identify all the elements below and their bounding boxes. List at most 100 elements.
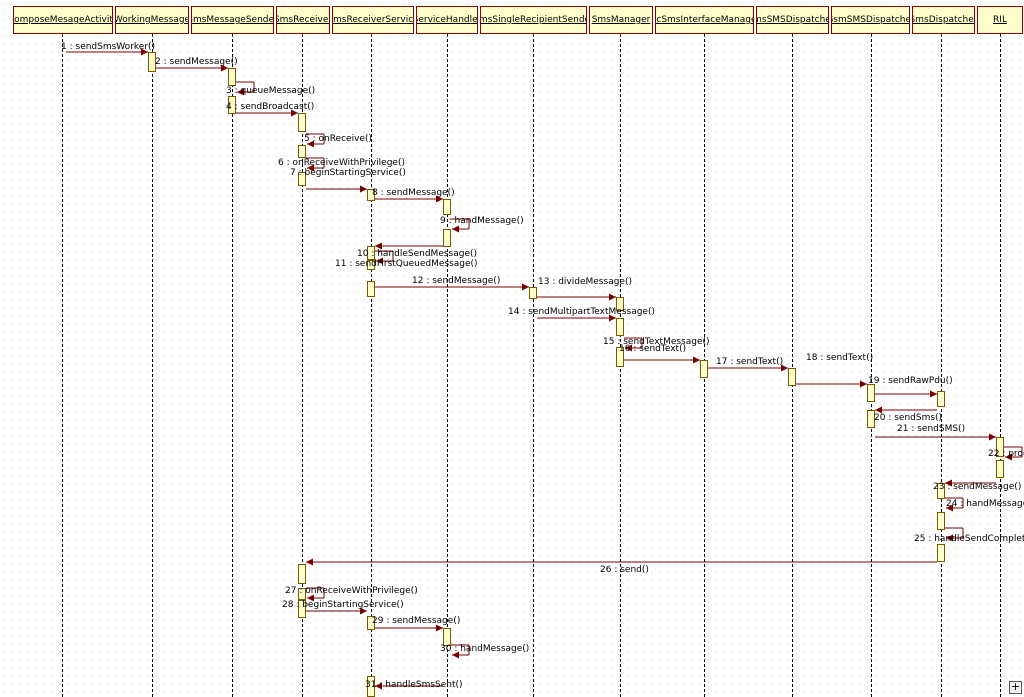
message-number: 27 xyxy=(285,586,297,596)
message-number: 9 xyxy=(440,216,446,226)
message-label-30: 30 : handMessage() xyxy=(440,644,529,654)
message-label-14: 14 : sendMultipartTextMessage() xyxy=(508,307,655,317)
activation-bar xyxy=(700,360,708,378)
message-text: proc xyxy=(1008,449,1024,459)
arrowhead xyxy=(609,314,616,322)
arrowhead xyxy=(307,140,314,148)
message-text: sendRawPdu() xyxy=(888,376,953,386)
activation-bar xyxy=(298,145,306,158)
participant-smsdispatcher[interactable]: SmsDispatcher xyxy=(912,6,975,34)
message-text: sendMessage() xyxy=(386,188,455,198)
message-text: sendSms() xyxy=(894,413,943,423)
message-text: handleSendComplete() xyxy=(934,534,1024,544)
participant-smssinglerecipientsender[interactable]: SmsSingleRecipientSender xyxy=(480,6,587,34)
participant-gsmsmsdispatcher[interactable]: GsmSMSDispatcher xyxy=(831,6,910,34)
message-label-23: 23 : sendMessage() xyxy=(933,482,1021,492)
participant-name: ImsSMSDispatcher xyxy=(757,15,828,25)
activation-bar xyxy=(148,52,156,72)
arrowhead xyxy=(436,624,443,632)
participant-ril[interactable]: RIL xyxy=(977,6,1023,34)
message-label-15: 15 : sendTextMessage() xyxy=(603,337,710,347)
message-text: sendMessage() xyxy=(432,276,501,286)
message-separator: : xyxy=(614,337,624,347)
participant-smsreceiverservice[interactable]: SmsReceiverService xyxy=(332,6,414,34)
participant-iccsmsinterfacemanager[interactable]: IccSmsInterfaceManager xyxy=(655,6,754,34)
activation-bar xyxy=(996,437,1004,457)
participant-workingmessage[interactable]: WorkingMessage xyxy=(115,6,189,34)
arrowhead xyxy=(1005,453,1012,461)
arrowhead xyxy=(452,225,459,233)
message-label-22: 22 : proc xyxy=(988,449,1024,459)
participant-composemesageactivity[interactable]: ComposeMesageActivity xyxy=(13,6,113,34)
message-number: 12 xyxy=(412,276,424,286)
message-number: 26 xyxy=(600,565,612,575)
activation-bar xyxy=(616,347,624,367)
message-separator: : xyxy=(309,134,319,144)
message-text: handMessage() xyxy=(454,216,524,226)
message-text: onReceiveWithPrivilege() xyxy=(292,158,406,168)
message-separator: : xyxy=(879,376,889,386)
message-label-1: 1 : sendSmsWorker() xyxy=(61,42,155,52)
arrowhead xyxy=(436,195,443,203)
arrowhead xyxy=(306,558,313,566)
message-number: 30 xyxy=(440,644,452,654)
participant-imssmsdispatcher[interactable]: ImsSMSDispatcher xyxy=(756,6,829,34)
message-text: sendText() xyxy=(826,353,874,363)
arrowhead xyxy=(946,504,953,512)
lifeline xyxy=(941,34,942,697)
message-text: onReceiveWithPrivilege() xyxy=(305,586,418,596)
message-number: 23 xyxy=(933,482,945,492)
message-text: handMessage() xyxy=(966,499,1024,509)
participant-name: GsmSMSDispatcher xyxy=(831,15,909,25)
expand-plus-icon[interactable]: + xyxy=(1009,680,1022,694)
message-label-25: 25 : handleSendComplete() xyxy=(914,534,1024,544)
message-label-3: 3 : queueMessage() xyxy=(226,86,315,96)
message-label-2: 2 : sendMessage() xyxy=(155,57,238,67)
participant-smsmessagesender[interactable]: SmsMessageSender xyxy=(191,6,274,34)
message-number: 18 xyxy=(806,353,818,363)
message-label-21: 21 : sendSMS() xyxy=(897,424,965,434)
activation-bar xyxy=(367,246,375,260)
message-label-9: 9 : handMessage() xyxy=(440,216,524,226)
message-separator: : xyxy=(368,249,378,259)
message-separator: : xyxy=(611,565,621,575)
activation-bar xyxy=(937,391,945,407)
lifeline xyxy=(152,34,153,697)
message-label-5: 5 : onReceive() xyxy=(304,134,372,144)
activation-bar xyxy=(937,512,945,530)
lifeline xyxy=(1000,34,1001,697)
message-label-24: 24 : handMessage() xyxy=(946,499,1024,509)
message-label-17: 17 : sendText() xyxy=(716,357,783,367)
message-separator: : xyxy=(885,413,895,423)
message-number: 4 xyxy=(226,102,232,112)
activation-bar xyxy=(298,600,306,618)
lifeline xyxy=(302,34,303,697)
arrowhead xyxy=(930,390,937,398)
participant-servicehandler[interactable]: ServiceHandler xyxy=(416,6,478,34)
arrowhead xyxy=(522,283,529,291)
participant-name: SmsReceiverService xyxy=(332,15,414,25)
lifeline xyxy=(232,34,233,697)
message-number: 15 xyxy=(603,337,615,347)
message-number: 14 xyxy=(508,307,520,317)
participant-name: SmsSingleRecipientSender xyxy=(480,15,586,25)
message-label-19: 19 : sendRawPdu() xyxy=(868,376,953,386)
message-separator: : xyxy=(423,276,433,286)
lifeline xyxy=(62,34,63,697)
message-label-6: 6 : onReceiveWithPrivilege() xyxy=(278,158,405,168)
message-separator: : xyxy=(66,42,76,52)
arrowhead xyxy=(221,64,228,72)
message-number: 2 xyxy=(155,57,161,67)
arrowhead xyxy=(376,257,383,265)
message-number: 1 xyxy=(61,42,67,52)
message-text: handleSmsSent() xyxy=(385,680,463,690)
arrowhead xyxy=(237,88,244,96)
message-separator: : xyxy=(376,680,386,690)
participant-smsreceiver[interactable]: SmsReceiver xyxy=(276,6,330,34)
participant-smsmanager[interactable]: SmsManager xyxy=(589,6,653,34)
message-label-28: 28 : beginStartingService() xyxy=(282,600,404,610)
activation-bar xyxy=(443,199,451,215)
message-label-13: 13 : divideMessage() xyxy=(538,277,632,287)
message-number: 6 xyxy=(278,158,284,168)
participant-name: SmsManager xyxy=(591,15,651,25)
